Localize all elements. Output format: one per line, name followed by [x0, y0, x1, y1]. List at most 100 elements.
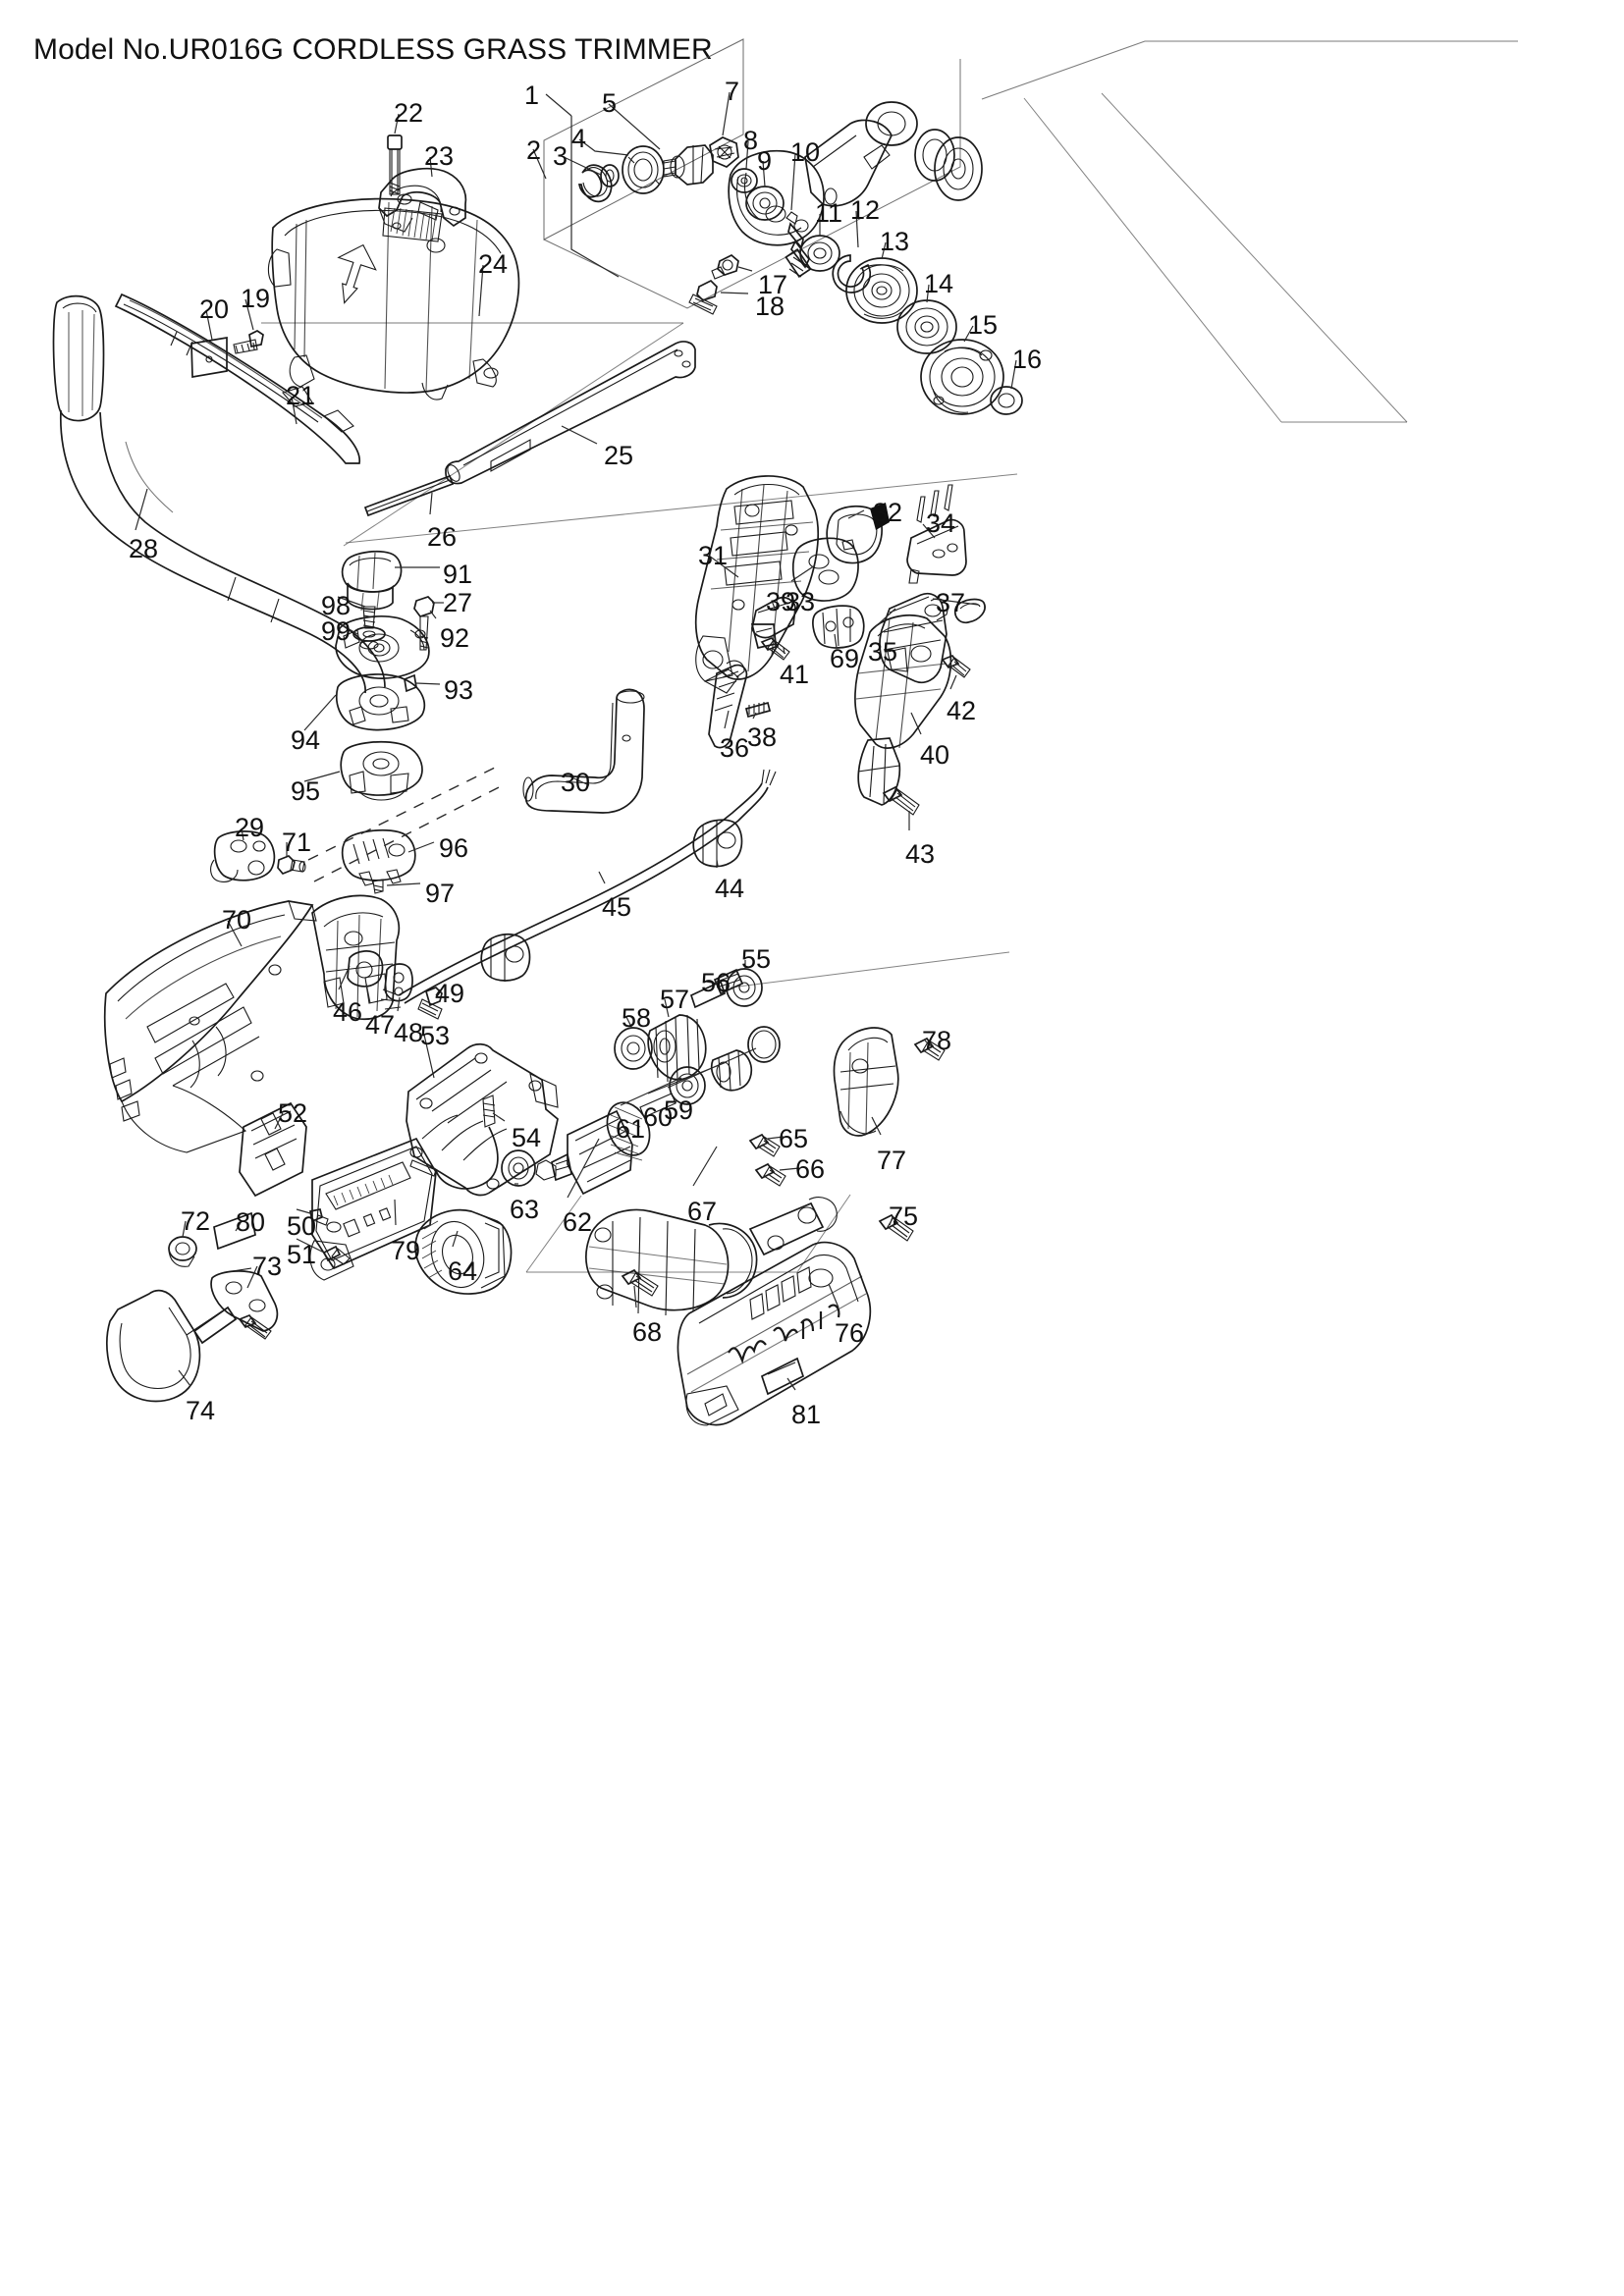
part-78-screw: [913, 1037, 946, 1061]
callout-25: 25: [604, 441, 634, 470]
part-73-guard-bracket: [210, 1267, 279, 1340]
page-title: Model No.UR016G CORDLESS GRASS TRIMMER: [33, 33, 713, 66]
part-42-screw: [941, 654, 971, 678]
callout-30: 30: [561, 768, 591, 797]
callout-22: 22: [394, 98, 424, 128]
part-64-stator: [414, 1208, 513, 1295]
callout-66: 66: [795, 1154, 826, 1184]
callout-17: 17: [758, 270, 788, 299]
part-25-pipe-shaft: [445, 341, 696, 485]
callout-60: 60: [643, 1102, 674, 1132]
callout-72: 72: [181, 1206, 211, 1236]
part-7-nut: [709, 136, 739, 168]
callout-7: 7: [725, 77, 740, 106]
part-94-clamp-upper: [335, 615, 430, 731]
callout-28: 28: [129, 534, 159, 563]
callout-35: 35: [868, 637, 898, 667]
callout-39: 39: [766, 587, 796, 616]
callout-76: 76: [835, 1318, 865, 1348]
callout-92: 92: [440, 623, 470, 653]
part-8-washer: [731, 168, 758, 193]
part-77-terminal-cover: [833, 1027, 899, 1137]
callout-61: 61: [616, 1114, 646, 1144]
callout-55: 55: [741, 944, 772, 974]
callout-81: 81: [791, 1400, 822, 1429]
callout-53: 53: [420, 1021, 451, 1050]
callout-96: 96: [439, 833, 469, 863]
part-67-gear-unit: [585, 1197, 838, 1316]
part-44-grommet: [692, 819, 743, 868]
part-21-handle-cover: [114, 293, 360, 464]
part-17-bolt: [711, 253, 739, 280]
callout-20: 20: [199, 294, 230, 324]
callout-45: 45: [602, 892, 632, 922]
callout-32: 32: [873, 498, 903, 527]
callout-73: 73: [252, 1252, 283, 1281]
part-11-bearing: [799, 235, 840, 272]
callout-23: 23: [424, 141, 455, 171]
part-96-clamp-insert: [341, 828, 416, 886]
callout-29: 29: [235, 813, 265, 842]
callout-56: 56: [701, 968, 731, 997]
callout-51: 51: [287, 1240, 317, 1269]
callout-27: 27: [443, 588, 473, 617]
callout-98: 98: [321, 591, 352, 620]
callout-65: 65: [779, 1124, 809, 1153]
part-81-warning-label: [760, 1357, 805, 1396]
part-61-bearing: [669, 1066, 706, 1105]
part-54-sensor-lead: [409, 1095, 499, 1190]
callout-15: 15: [968, 310, 999, 340]
part-41-screw: [760, 636, 790, 661]
callout-59: 59: [664, 1095, 694, 1125]
callout-34: 34: [926, 508, 956, 538]
part-18-screw: [688, 279, 718, 315]
part-34-micro-switch: [906, 484, 967, 584]
callout-16: 16: [1012, 345, 1043, 374]
callout-93: 93: [444, 675, 474, 705]
callout-70: 70: [222, 905, 252, 934]
callout-40: 40: [920, 740, 950, 770]
callout-38: 38: [747, 722, 778, 752]
part-29-clamp-bracket: [210, 830, 276, 882]
callout-37: 37: [936, 588, 966, 617]
callout-18: 18: [755, 292, 785, 321]
callout-42: 42: [947, 696, 977, 725]
part-9-cup-washer: [745, 186, 785, 221]
callout-91: 91: [443, 560, 473, 589]
callout-77: 77: [877, 1146, 907, 1175]
callout-68: 68: [632, 1317, 663, 1347]
callout-62: 62: [563, 1207, 593, 1237]
callout-69: 69: [830, 644, 860, 673]
part-31-switch-housing-left: [694, 475, 819, 694]
part-47-cable-holder: [347, 950, 384, 988]
callout-26: 26: [427, 522, 458, 552]
callout-9: 9: [757, 146, 773, 176]
callout-43: 43: [905, 839, 936, 869]
part-14-bearing-large: [896, 299, 957, 354]
part-40-switch-housing-right: [854, 614, 952, 806]
callout-46: 46: [333, 997, 363, 1027]
part-43-screw: [882, 785, 920, 816]
callout-64: 64: [448, 1256, 478, 1286]
callout-50: 50: [287, 1211, 317, 1241]
part-12-snap-ring: [832, 254, 872, 294]
part-79-controller: [309, 1137, 437, 1281]
callout-49: 49: [435, 979, 465, 1008]
callout-24: 24: [478, 249, 509, 279]
part-4-ball-bearing: [622, 145, 665, 194]
part-3-washer: [600, 164, 620, 187]
callout-14: 14: [924, 269, 954, 298]
callout-75: 75: [889, 1201, 919, 1231]
part-72-bumper: [168, 1236, 197, 1267]
part-69-terminal: [812, 605, 865, 649]
callout-44: 44: [715, 874, 745, 903]
callout-33: 33: [785, 587, 816, 616]
callout-19: 19: [241, 284, 271, 313]
part-97-screw: [372, 879, 384, 894]
callout-10: 10: [790, 137, 821, 167]
part-59-o-ring: [747, 1026, 781, 1063]
callout-48: 48: [394, 1018, 424, 1047]
part-16-bushing-cap: [990, 386, 1023, 415]
callout-36: 36: [720, 733, 750, 763]
